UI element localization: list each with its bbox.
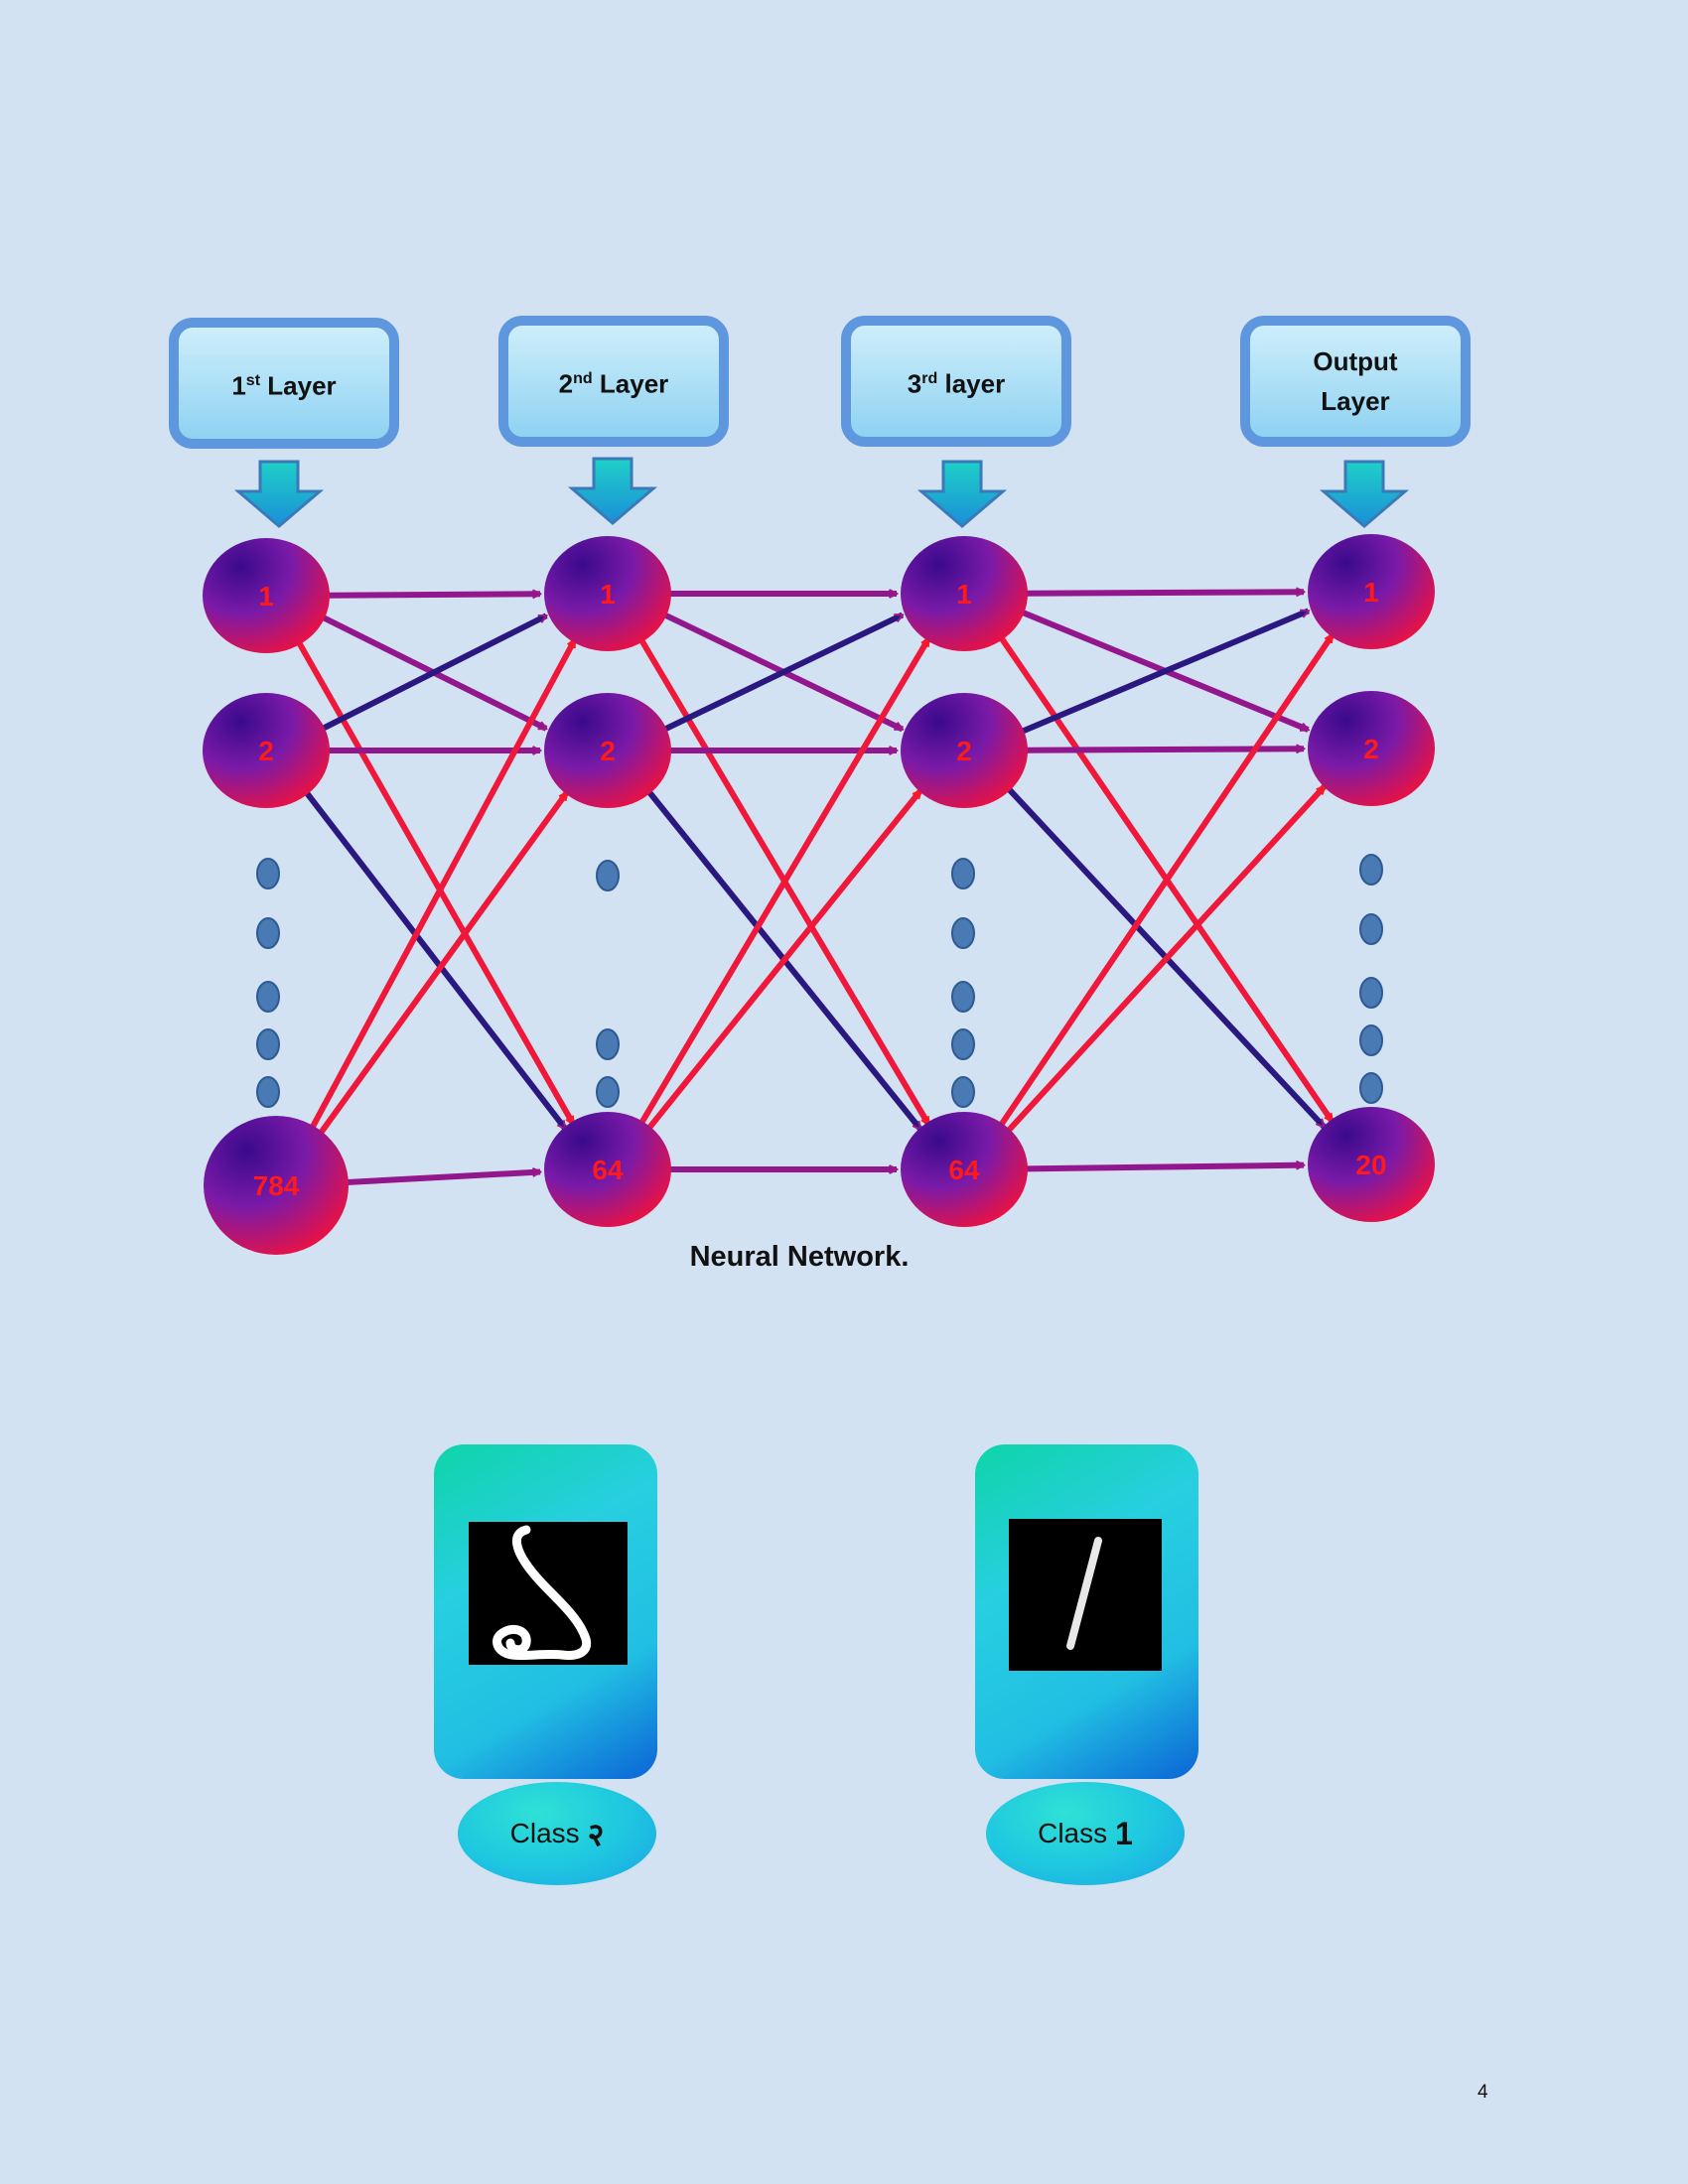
handwritten-digit-icon — [492, 1525, 592, 1661]
neuron-label: 784 — [253, 1170, 300, 1201]
connection-arrow-l1-2-to-1 — [320, 613, 546, 732]
ellipsis-dots — [256, 854, 1383, 1108]
neuron-node-layer3-2 — [901, 693, 1028, 808]
neuron-label: 2 — [600, 736, 616, 766]
neuron-label: 2 — [1363, 734, 1379, 764]
neuron-node-output-1 — [1308, 534, 1435, 649]
neuron-node-layer1-2 — [203, 693, 330, 808]
down-arrow-icon — [233, 460, 325, 528]
connection-arrow-l1-3-to-3 — [346, 1172, 540, 1185]
class-card-1 — [434, 1444, 657, 1779]
connection-arrow-l1-1-to-1 — [327, 594, 540, 595]
neuron-node-output-2 — [1308, 691, 1435, 806]
page-number: 4 — [1477, 2082, 1488, 2103]
layer-3-label: 3rd layer — [907, 368, 1006, 399]
class-label-1: Class २ — [458, 1782, 656, 1885]
neuron-node-layer1-3 — [204, 1116, 349, 1255]
neuron-node-layer3-1 — [901, 536, 1028, 651]
ellipsis-dot — [951, 858, 975, 889]
handwritten-digit-icon — [1066, 1537, 1102, 1650]
connection-arrow-l1-1-to-3 — [295, 638, 576, 1124]
ellipsis-dot — [596, 860, 620, 891]
class-symbol: 1 — [1115, 1815, 1133, 1851]
class-symbol: २ — [587, 1816, 605, 1852]
layer-box-1: 1st Layer — [169, 318, 399, 449]
connection-arrow-l3-2-to-2 — [1025, 749, 1304, 750]
neuron-node-layer2-2 — [544, 693, 671, 808]
layer-box-2: 2nd Layer — [498, 316, 729, 447]
ellipsis-dot — [951, 1028, 975, 1060]
connection-arrow-l3-3-to-2 — [1004, 784, 1327, 1135]
ellipsis-dot — [1359, 1024, 1383, 1056]
connection-arrow-l1-2-to-3 — [302, 788, 568, 1128]
connection-arrow-l3-2-to-1 — [1020, 608, 1309, 735]
neuron-label: 64 — [948, 1155, 980, 1185]
neuron-node-layer1-1 — [203, 538, 330, 653]
neuron-label: 1 — [1363, 577, 1379, 608]
ellipsis-dot — [596, 1028, 620, 1060]
connection-arrow-l3-1-to-1 — [1025, 592, 1304, 593]
nodes: 1 2 784 1 2 64 1 2 64 1 2 20 — [203, 534, 1435, 1255]
ellipsis-dot — [256, 917, 280, 949]
connection-arrow-l2-3-to-2 — [644, 791, 923, 1133]
down-arrows — [233, 457, 1410, 528]
layer-box-output: Output Layer — [1240, 316, 1471, 447]
ellipsis-dot — [951, 917, 975, 949]
neuron-label: 2 — [258, 736, 274, 766]
neuron-label: 1 — [956, 579, 972, 610]
neuron-label: 64 — [592, 1155, 624, 1185]
connection-arrow-l1-3-to-1 — [308, 639, 578, 1133]
down-arrow-icon — [567, 457, 658, 525]
connection-arrow-l2-3-to-1 — [637, 638, 931, 1128]
digit-image-one — [1009, 1519, 1162, 1671]
neuron-label: 2 — [956, 736, 972, 766]
class-text: Class — [509, 1818, 580, 1848]
ellipsis-dot — [256, 1076, 280, 1108]
ellipsis-dot — [256, 1028, 280, 1060]
down-arrow-icon — [916, 460, 1008, 528]
neuron-label: 20 — [1355, 1150, 1386, 1180]
neuron-node-layer2-1 — [544, 536, 671, 651]
neuron-label: 1 — [600, 579, 616, 610]
ellipsis-dot — [951, 981, 975, 1013]
ellipsis-dot — [256, 858, 280, 889]
ellipsis-dot — [596, 1076, 620, 1108]
layer-2-label: 2nd Layer — [558, 368, 669, 399]
ellipsis-dot — [1359, 1072, 1383, 1104]
down-arrow-icon — [1319, 460, 1410, 528]
diagram-caption: Neural Network. — [689, 1241, 910, 1273]
ellipsis-dot — [1359, 854, 1383, 886]
layer-1-label: 1st Layer — [231, 370, 337, 401]
class-text: Class — [1038, 1818, 1108, 1848]
ellipsis-dot — [1359, 977, 1383, 1009]
neuron-node-layer2-3 — [544, 1112, 671, 1227]
connection-arrow-l1-3-to-2 — [316, 792, 570, 1138]
neuron-label: 1 — [258, 581, 274, 612]
layer-box-3: 3rd layer — [841, 316, 1071, 447]
ellipsis-dot — [1359, 913, 1383, 945]
ellipsis-dot — [256, 981, 280, 1013]
class-label-2: Class 1 — [986, 1782, 1185, 1885]
output-layer-label: Output Layer — [1313, 346, 1398, 416]
connections — [295, 592, 1336, 1185]
class-card-2 — [975, 1444, 1198, 1779]
connection-arrow-l3-3-to-1 — [997, 635, 1336, 1130]
neural-network-diagram: 1 2 784 1 2 64 1 2 64 1 2 20 — [203, 457, 1435, 1255]
digit-image-two — [469, 1522, 628, 1665]
neuron-node-layer3-3 — [901, 1112, 1028, 1227]
ellipsis-dot — [951, 1076, 975, 1108]
neuron-node-output-3 — [1308, 1107, 1435, 1222]
connection-arrow-l2-2-to-1 — [662, 612, 903, 733]
connection-arrow-l3-3-to-3 — [1025, 1165, 1304, 1172]
